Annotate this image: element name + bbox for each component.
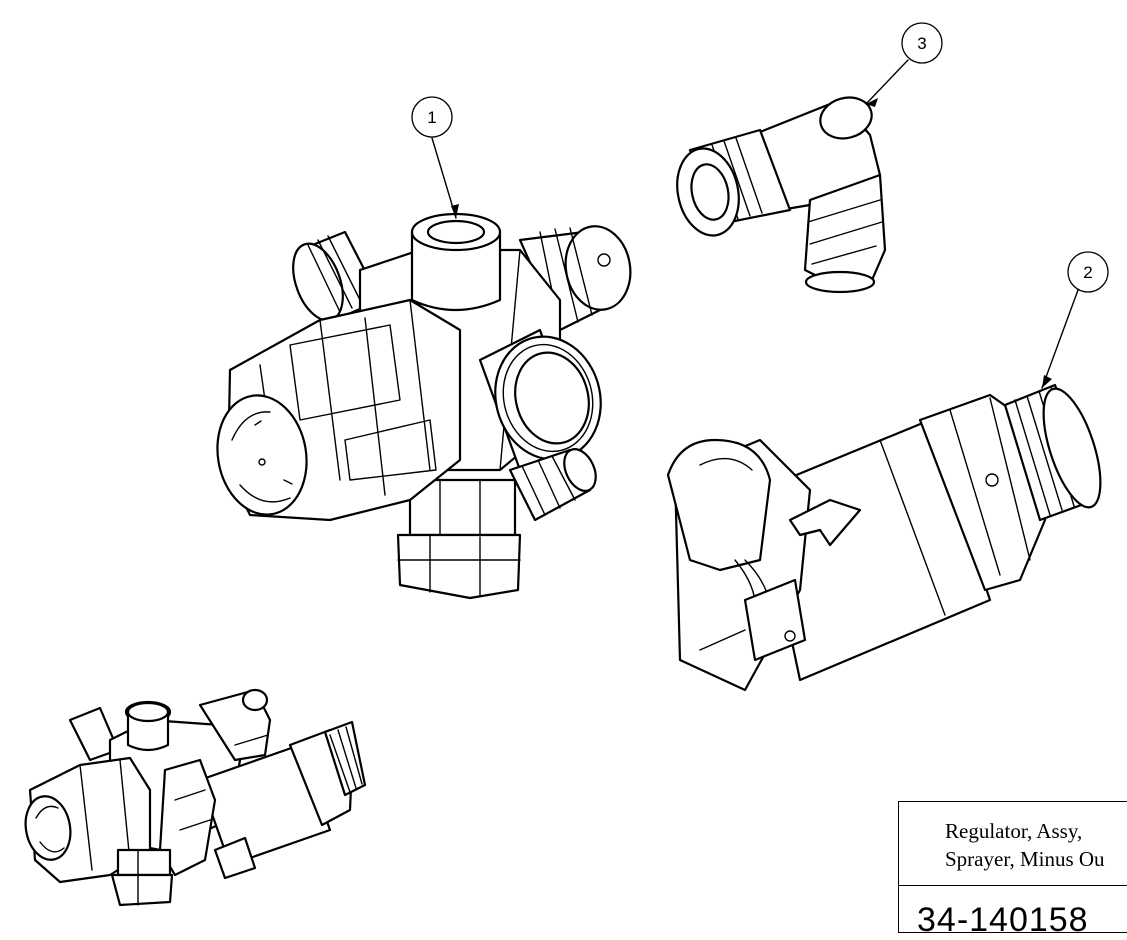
description-line-1: Regulator, Assy, [945,819,1083,843]
title-description-cell: Regulator, Assy, Sprayer, Minus Ou [899,802,1127,886]
bottom-hex-nut [396,478,522,600]
part-elbow-fitting [676,59,909,294]
leader-line-1 [431,137,457,219]
front-right-port [478,328,602,472]
part-regulator-body [216,137,632,600]
description-line-2: Sprayer, Minus Ou [945,847,1105,871]
callout-2: 2 [1067,251,1109,293]
assembly-drawing: 1 3 2 [24,22,1109,907]
part-number: 34-140158 [917,901,1089,939]
callout-1: 1 [411,96,453,138]
part-check-valve [666,289,1102,692]
callout-2-label: 2 [1083,263,1092,282]
adjusting-knob [216,298,462,522]
callout-1-label: 1 [427,108,436,127]
title-block: Regulator, Assy, Sprayer, Minus Ou 34-14… [898,801,1127,939]
assembled-view [24,688,367,907]
callout-3: 3 [901,22,943,64]
callout-3-label: 3 [917,34,926,53]
top-port [410,212,502,312]
leader-line-3 [865,59,909,105]
leader-line-2 [1041,289,1079,389]
barbed-outlet [508,448,597,522]
